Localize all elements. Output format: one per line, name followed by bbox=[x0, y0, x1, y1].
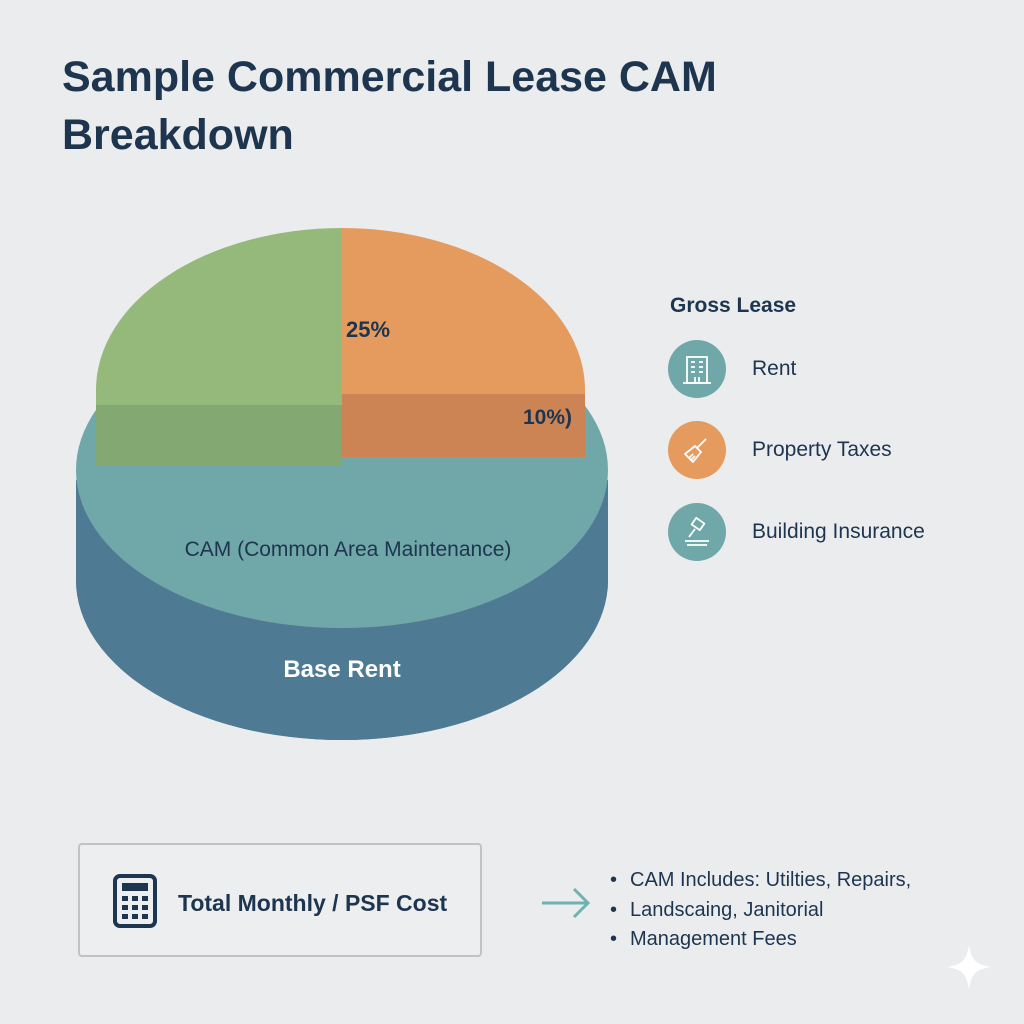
legend-item-property-taxes: Property Taxes bbox=[668, 421, 998, 481]
note-item: Landscaing, Janitorial bbox=[608, 896, 911, 926]
arrow-right-icon bbox=[538, 883, 594, 928]
overlap-pct-label: 10%) bbox=[523, 406, 572, 429]
total-cost-label: Total Monthly / PSF Cost bbox=[178, 890, 448, 916]
legend-title: Gross Lease bbox=[670, 294, 797, 317]
building-icon bbox=[668, 340, 726, 398]
legend-label-building-insurance: Building Insurance bbox=[752, 520, 925, 543]
legend-item-building-insurance: Building Insurance bbox=[668, 503, 998, 563]
chart-title: Sample Commercial Lease CAM Breakdown bbox=[62, 53, 717, 159]
base-rent-slice-label: Base Rent bbox=[283, 656, 400, 683]
broom-icon bbox=[668, 421, 726, 479]
cam-notes-list: CAM Includes: Utilties, Repairs, Landsca… bbox=[608, 866, 911, 955]
green-slice-overlap bbox=[96, 405, 342, 465]
total-cost-box: Total Monthly / PSF Cost bbox=[78, 843, 482, 957]
cam-slice-label: CAM (Common Area Maintenance) bbox=[185, 538, 512, 561]
gavel-icon bbox=[668, 503, 726, 561]
sparkle-icon bbox=[944, 942, 994, 997]
note-item: CAM Includes: Utilties, Repairs, bbox=[608, 866, 911, 896]
legend-item-rent: Rent bbox=[668, 340, 998, 400]
note-item: Management Fees bbox=[608, 925, 911, 955]
calculator-icon bbox=[112, 873, 158, 934]
orange-slice-pct-label: 25% bbox=[346, 317, 390, 342]
orange-slice-overlap bbox=[342, 394, 585, 457]
pie-chart: 25% 10%) CAM (Common Area Maintenance) B… bbox=[76, 228, 608, 740]
legend-label-property-taxes: Property Taxes bbox=[752, 438, 892, 461]
legend-label-rent: Rent bbox=[752, 357, 797, 380]
